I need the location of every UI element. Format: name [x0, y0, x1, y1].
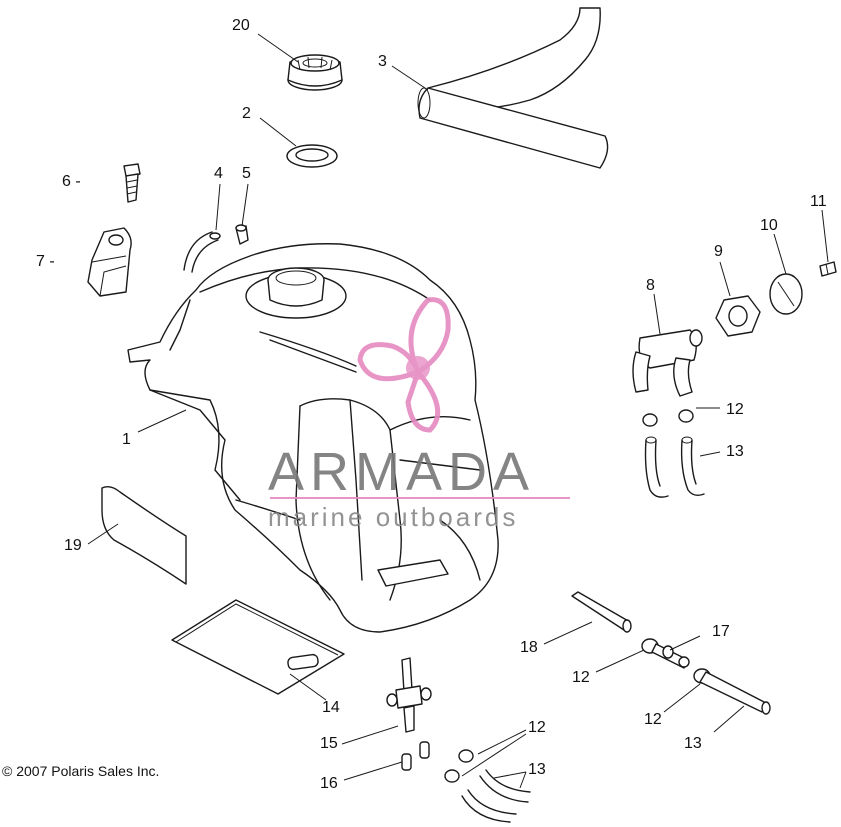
callout-16: 16 [320, 775, 338, 792]
callout-1: 1 [122, 431, 131, 448]
tank-cover-part [417, 7, 609, 169]
callout-13-lower: 13 [684, 735, 702, 752]
callout-11: 11 [810, 193, 827, 210]
propeller-icon [357, 297, 451, 433]
fuel-cap-part [287, 54, 343, 91]
callout-2: 2 [242, 105, 251, 122]
vent-hose-part [183, 231, 221, 273]
callout-18: 18 [520, 639, 538, 656]
callout-8: 8 [646, 277, 655, 294]
callout-7: 7 - [36, 253, 55, 270]
callout-10: 10 [760, 217, 778, 234]
callout-12-right: 12 [726, 401, 744, 418]
hose-connector-part [641, 638, 690, 669]
callout-labels: 20 3 2 4 5 6 - 7 - 1 19 14 15 16 8 9 10 … [36, 17, 827, 792]
callout-3: 3 [378, 53, 387, 70]
clamp-hose-set-right [642, 409, 705, 498]
watermark-tagline: marine outboards [268, 502, 518, 532]
callout-13-bottom: 13 [528, 761, 546, 778]
callout-19: 19 [64, 537, 82, 554]
callout-12-lower: 12 [644, 711, 662, 728]
fuel-valve-part [386, 657, 432, 733]
callout-6: 6 - [62, 173, 81, 190]
mount-bracket-part [87, 227, 132, 297]
clamp-hose-set-bottom [444, 749, 531, 823]
base-plate-part [171, 599, 345, 695]
callout-5: 5 [242, 165, 251, 182]
leader-lines [87, 33, 829, 789]
callout-15: 15 [320, 735, 338, 752]
callout-14: 14 [322, 699, 340, 716]
callout-4: 4 [214, 165, 223, 182]
bolt-part [123, 163, 141, 203]
tank-pad-part [101, 485, 187, 585]
valve-knob-part [769, 273, 803, 315]
fuel-tube-right-part [693, 668, 771, 715]
tee-tube-part [571, 591, 632, 633]
callout-9: 9 [714, 243, 723, 260]
callout-13-right: 13 [726, 443, 744, 460]
copyright-text: © 2007 Polaris Sales Inc. [2, 763, 159, 779]
callout-12-middle: 12 [572, 669, 590, 686]
callout-12-bottom: 12 [528, 719, 546, 736]
vent-fitting-part [235, 224, 249, 245]
knob-screw-part [819, 261, 837, 277]
cap-seal-part [286, 144, 338, 168]
fuel-tank-part [127, 243, 499, 633]
watermark-logo: ARMADA marine outboards [268, 297, 570, 532]
fuel-valve-body-part [632, 329, 703, 397]
valve-nut-part [715, 295, 761, 337]
watermark-brand: ARMADA [268, 442, 535, 502]
callout-20: 20 [232, 17, 250, 34]
callout-17: 17 [712, 623, 730, 640]
valve-fitting-part [401, 741, 430, 771]
